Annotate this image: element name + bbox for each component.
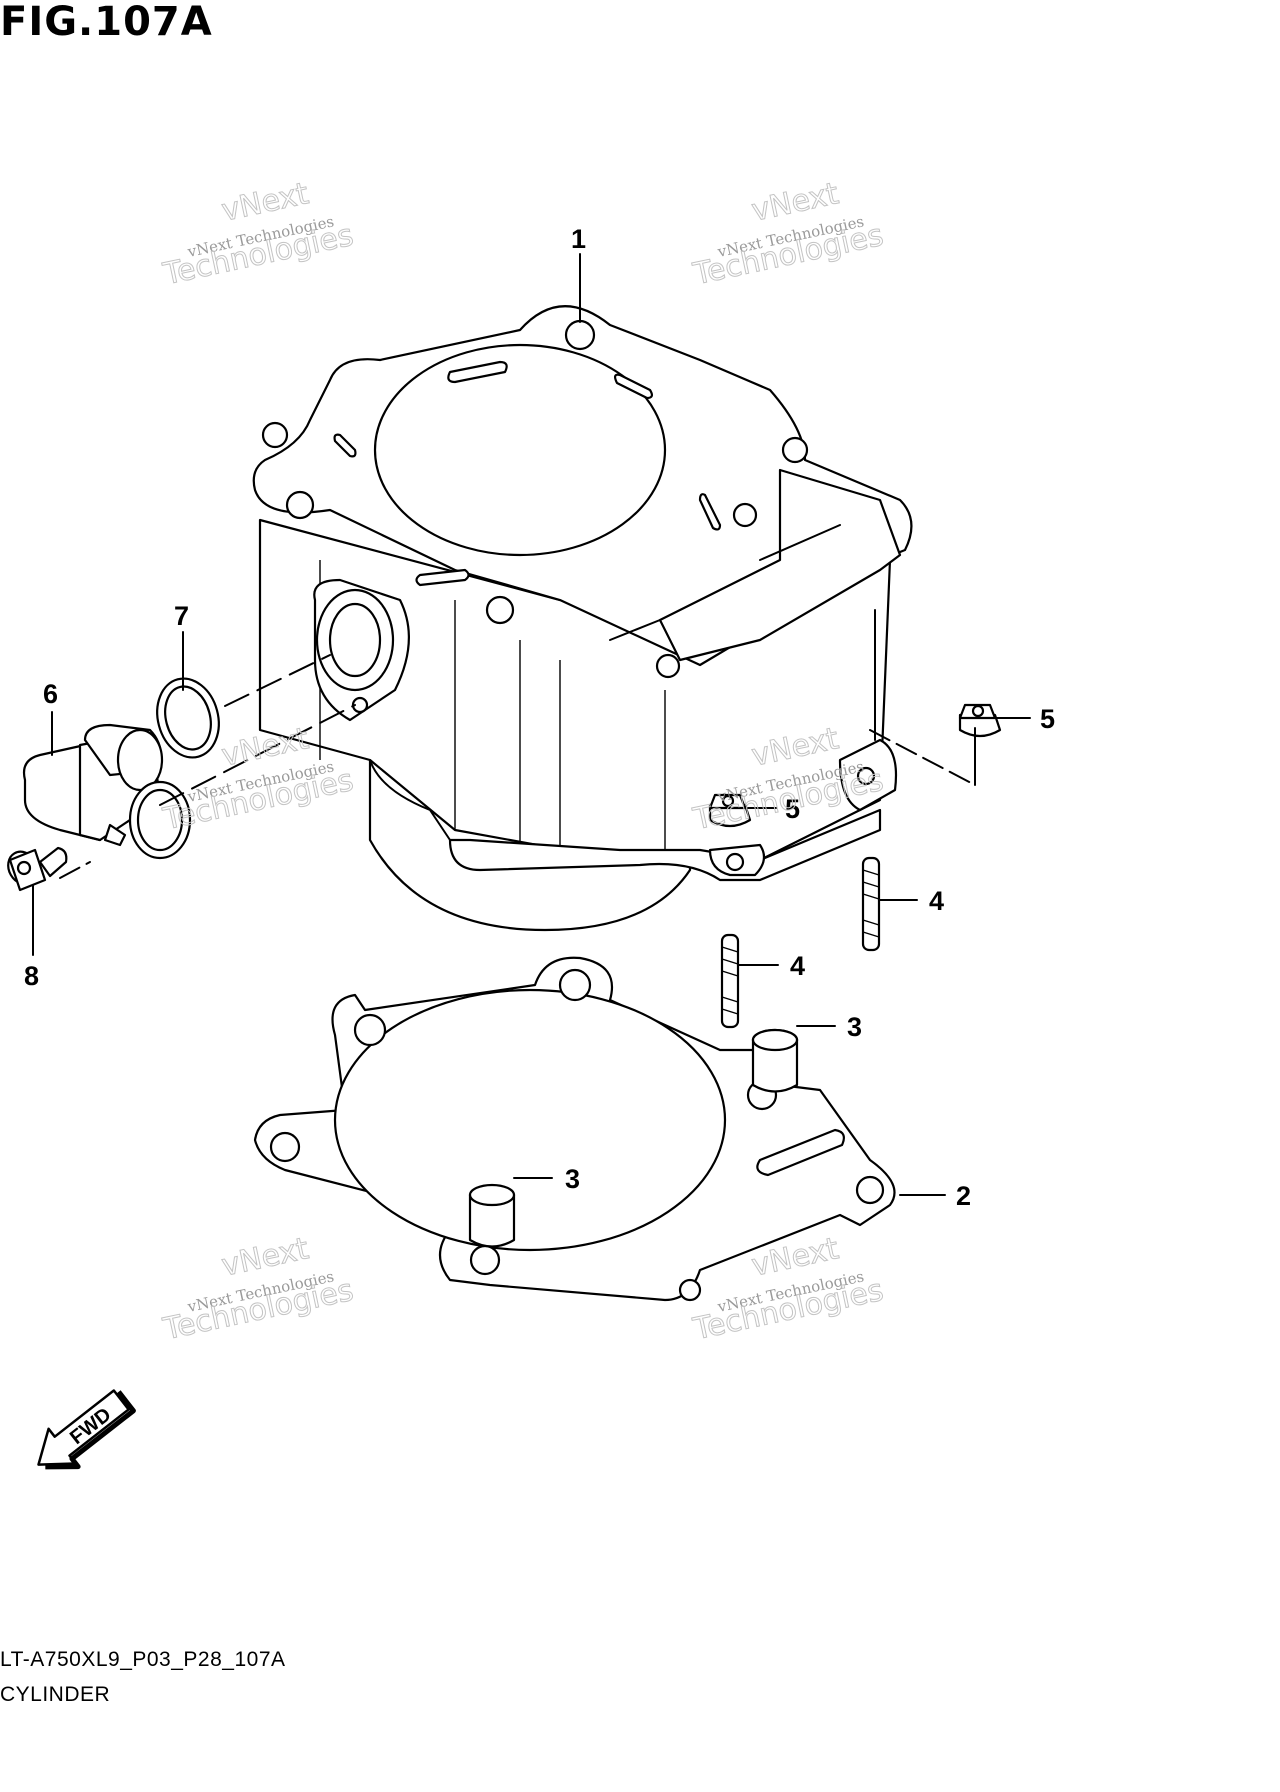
- callout-2: 2: [956, 1181, 971, 1211]
- stud-bolt-left[interactable]: [720, 933, 740, 1029]
- water-inlet-union[interactable]: [22, 723, 192, 860]
- figure-title: FIG.107A: [0, 0, 213, 45]
- callout-3-lower: 3: [565, 1164, 580, 1194]
- flange-nut-left[interactable]: [708, 793, 752, 828]
- callout-1: 1: [571, 224, 586, 254]
- callout-7: 7: [174, 601, 189, 631]
- callout-4-upper: 4: [929, 886, 944, 916]
- callout-5-left: 5: [785, 794, 800, 824]
- stud-bolt-right[interactable]: [861, 856, 881, 952]
- dowel-pin-upper[interactable]: [751, 1028, 799, 1093]
- cylinder-gasket[interactable]: [253, 956, 896, 1302]
- flange-nut-right[interactable]: [958, 703, 1002, 738]
- drawing-code: LT-A750XL9_P03_P28_107A: [0, 1648, 286, 1671]
- callout-5-right: 5: [1040, 704, 1055, 734]
- assembly-lines: [59, 609, 976, 879]
- callout-4-lower: 4: [790, 951, 805, 981]
- callout-8: 8: [24, 961, 39, 991]
- dowel-pin-lower[interactable]: [468, 1183, 516, 1248]
- leader-lines: [32, 253, 1031, 1196]
- bolt[interactable]: [2, 846, 68, 892]
- figure-caption: CYLINDER: [0, 1683, 111, 1706]
- o-ring[interactable]: [149, 672, 228, 765]
- fwd-arrow-icon: FWD: [37, 1389, 136, 1470]
- cylinder-block[interactable]: [252, 305, 913, 932]
- callout-6: 6: [43, 679, 58, 709]
- callout-3-upper: 3: [847, 1012, 862, 1042]
